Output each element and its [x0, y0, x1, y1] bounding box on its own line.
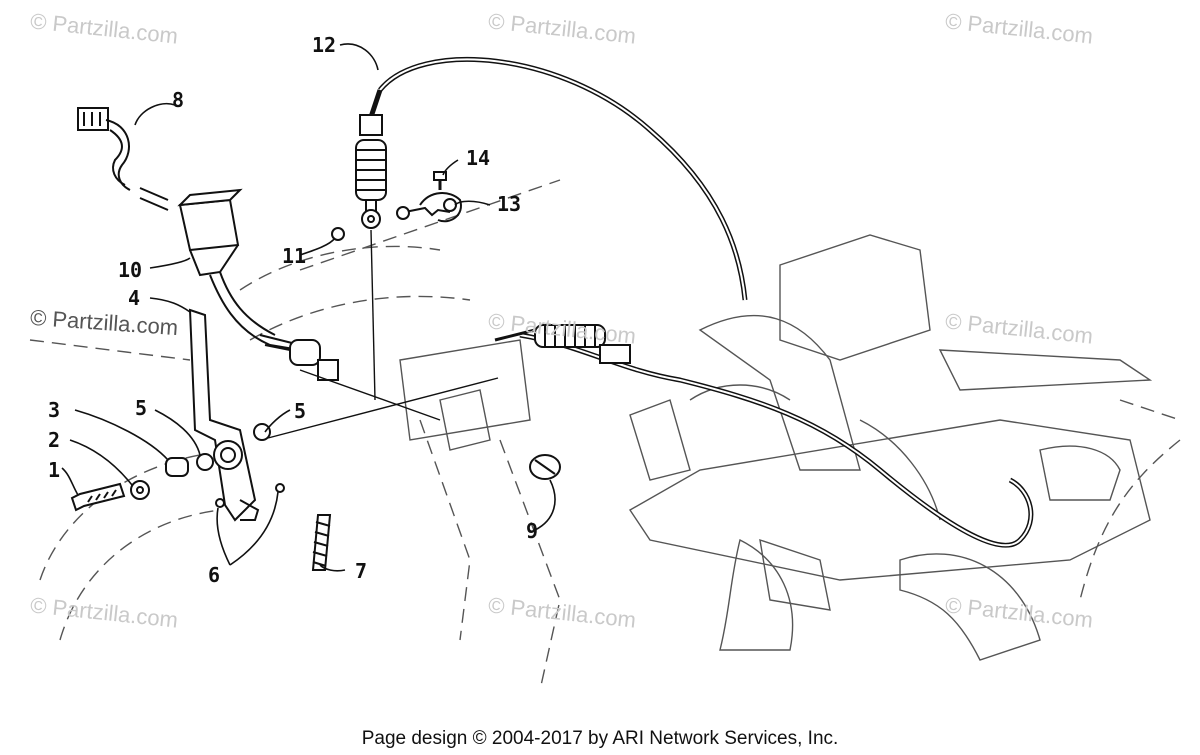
- callout-13: 13: [497, 192, 522, 216]
- frame-dashed-outline: [29, 179, 1181, 691]
- brake-pedal-assembly: [70, 308, 561, 571]
- callout-11: 11: [282, 244, 307, 268]
- callout-5-right: 5: [294, 399, 307, 423]
- callout-14: 14: [466, 146, 491, 170]
- callout-8: 8: [172, 88, 185, 112]
- throttle-cable-upper: [355, 57, 748, 401]
- callout-2: 2: [48, 428, 61, 452]
- callout-7: 7: [355, 559, 368, 583]
- wiring-harness: [77, 107, 339, 381]
- callout-9: 9: [526, 519, 539, 543]
- brake-cable-rear: [494, 324, 1034, 548]
- page-footer-copyright: Page design © 2004-2017 by ARI Network S…: [361, 728, 839, 749]
- leader-lines: [61, 43, 556, 572]
- callout-4: 4: [128, 286, 141, 310]
- callout-6: 6: [208, 563, 221, 587]
- callout-10: 10: [118, 258, 143, 282]
- callout-3: 3: [48, 398, 61, 422]
- callout-12: 12: [312, 33, 337, 57]
- callout-1: 1: [48, 458, 61, 482]
- callout-5-left: 5: [135, 396, 148, 420]
- brake-switch-part: [331, 171, 462, 241]
